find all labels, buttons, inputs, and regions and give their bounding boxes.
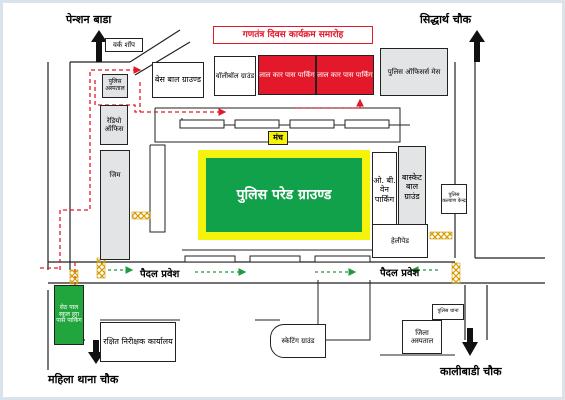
pedestrian-entry-right: पैदल प्रवेश	[380, 268, 420, 279]
red-car-parking-1: लाल कार पास पार्किंग	[258, 55, 316, 95]
arrow-up-right	[469, 30, 485, 62]
label-kalibadi-chowk: कालीबाडी चौक	[440, 365, 502, 378]
ob-van-parking: ओ. बी. वेन पार्किंग	[372, 152, 397, 228]
bottom-roads	[100, 280, 455, 356]
basketball-ground: बास्केट बाल ग्राउंड	[398, 146, 426, 228]
skating-ground: स्केटिंग ग्राउंड	[270, 324, 326, 358]
green-route	[108, 266, 438, 276]
label-pension-bada: पेन्शन बाडा	[66, 13, 112, 26]
helipad: हेलीपेड	[372, 224, 428, 258]
parade-ground: पुलिस परेड ग्राउण्ड	[206, 158, 362, 232]
volleyball-ground: वॉलीबॉल ग्राउंड	[214, 56, 256, 96]
barricades	[69, 211, 461, 285]
police-hospital: पुलिस अस्पताल	[102, 74, 128, 98]
baseball-ground: बेस बाल ग्राउण्ड	[152, 62, 204, 98]
police-welfare-centre: पुलिस कल्याण केन्द्र	[441, 184, 467, 214]
arrow-up-left	[91, 30, 107, 62]
label-siddharth-chowk: सिद्धार्थ चौक	[420, 13, 472, 26]
pedestrian-entry-left: पैदल प्रवेश	[140, 269, 180, 280]
bottom-bollards	[184, 255, 371, 263]
parade-ground-outer: पुलिस परेड ग्राउण्ड	[198, 150, 370, 240]
police-station-small: पुलिस थाना	[432, 304, 464, 320]
reserve-inspector-office: रक्षित निरीक्षक कार्यालय	[100, 322, 176, 362]
gym: जिम	[100, 150, 130, 260]
green-pass-parking: सेठ पाल स्कूल हरा पास पार्किंग	[54, 285, 84, 345]
top-bollards	[179, 119, 390, 129]
work-shop: वर्क शॉप	[105, 38, 143, 52]
radio-office: रेडियो ऑफिस	[100, 105, 128, 145]
arrow-down-right	[462, 328, 478, 356]
district-hospital: जिला अस्पताल	[402, 320, 442, 354]
stage: मंच	[268, 131, 288, 145]
red-car-parking-2: लाल कार पास पार्किंग	[316, 55, 374, 95]
police-officers-mess: पुलिस ऑफिसर्स मेस	[380, 48, 448, 96]
event-title: गणतंत्र दिवस कार्यक्रम समारोह	[213, 26, 373, 44]
label-mahila-thana-chowk: महिला थाना चौक	[48, 373, 119, 386]
